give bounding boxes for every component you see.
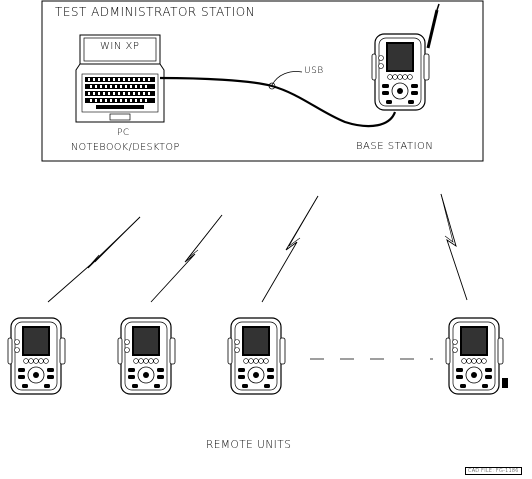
remote-unit-3 — [228, 318, 285, 394]
remote-unit-1 — [8, 318, 65, 394]
usb-callout — [272, 72, 302, 85]
laptop-screen-text: WIN XP — [100, 41, 139, 52]
remote-unit-2 — [118, 318, 175, 394]
remote-unit-4 — [446, 318, 503, 394]
wireless-signal-1 — [48, 217, 140, 302]
base-station-device — [372, 34, 429, 110]
station-title: TEST ADMINISTRATOR STATION — [55, 5, 255, 19]
remote-units-label: REMOTE UNITS — [206, 439, 291, 451]
pc-type-label: NOTEBOOK/DESKTOP — [71, 142, 180, 153]
wireless-signal-3 — [262, 196, 318, 302]
usb-cable — [160, 78, 395, 126]
antenna — [428, 10, 437, 48]
base-station-label: BASE STATION — [356, 141, 433, 152]
usb-label: USB — [304, 66, 324, 76]
cad-file-tag: CAD FILE: FG-1186 — [465, 467, 522, 475]
pc-label: PC — [117, 128, 130, 138]
